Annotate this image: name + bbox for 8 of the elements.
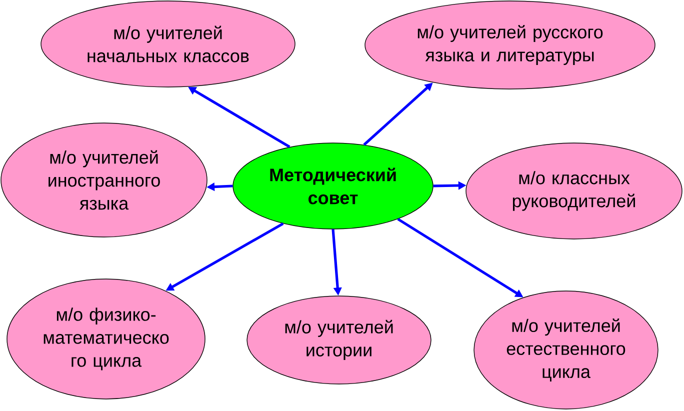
oval-node: м/о учителей истории (246, 296, 432, 384)
oval-node: м/о учителей начальных классов (40, 0, 296, 88)
central-oval: Методический совет (232, 142, 434, 230)
oval-node: м/о учителей естественного цикла (474, 290, 658, 410)
oval-node: м/о физико- математическо го цикла (6, 278, 206, 400)
oval-node: м/о классных руководителей (466, 142, 682, 240)
oval-node: м/о учителей иностранного языка (0, 122, 208, 238)
oval-node: м/о учителей русского языка и литературы (364, 0, 656, 90)
